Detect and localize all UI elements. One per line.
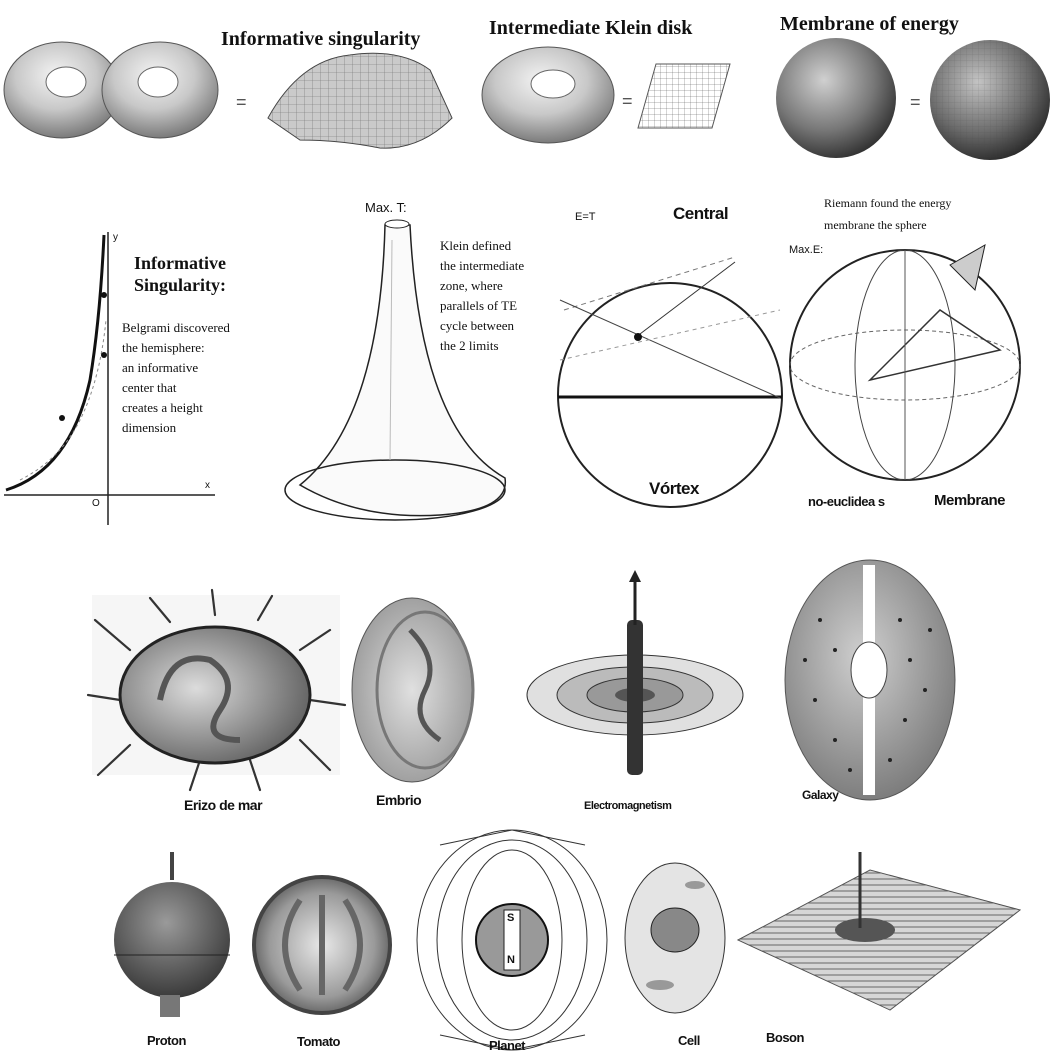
max-e-label: Max.E: xyxy=(789,244,823,256)
embryo-figure xyxy=(352,598,473,782)
membrane-label: Membrane xyxy=(934,492,1005,509)
galaxy-label: Galaxy xyxy=(802,788,838,802)
equals-sign-2: = xyxy=(622,91,633,112)
beltrami-text: Belgrami discovered the hemisphere: an i… xyxy=(122,318,230,438)
planet-north-label: S xyxy=(507,912,514,924)
double-torus-figure xyxy=(4,42,218,138)
riemann-sphere-figure xyxy=(790,245,1020,480)
vortex-label: Vórtex xyxy=(649,479,699,499)
planet-south-label: N xyxy=(507,954,514,966)
central-label: Central xyxy=(673,204,728,224)
membrane-title: Membrane of energy xyxy=(780,13,959,36)
singularity-title: Informative singularity xyxy=(221,28,420,51)
gridded-sphere-figure xyxy=(930,40,1050,160)
energy-sphere-figure xyxy=(776,38,896,158)
e-equals-t-label: E=T xyxy=(575,211,595,223)
embryo-label: Embrio xyxy=(376,792,421,808)
sea-urchin-label: Erizo de mar xyxy=(184,797,262,813)
singularity-heading: Informative Singularity: xyxy=(134,252,226,296)
axis-y-label: y xyxy=(113,232,118,243)
klein-text: Klein defined the intermediate zone, whe… xyxy=(440,236,524,356)
klein-title: Intermediate Klein disk xyxy=(489,17,692,40)
proton-figure xyxy=(114,852,230,1017)
klein-disk-figure xyxy=(558,257,782,507)
planet-magnetic-field-figure xyxy=(417,830,607,1050)
max-t-label: Max. T: xyxy=(365,200,407,215)
planet-label: Planet xyxy=(489,1038,525,1053)
cell-label: Cell xyxy=(678,1033,700,1048)
electromagnetism-label: Electromagnetism xyxy=(584,800,671,812)
flat-klein-sheet xyxy=(638,64,730,128)
axis-origin-label: O xyxy=(92,498,100,509)
torus-figure xyxy=(482,47,614,143)
riemann-text: Riemann found the energy membrane the sp… xyxy=(824,192,951,236)
galaxy-figure xyxy=(785,560,955,800)
tomato-label: Tomato xyxy=(297,1034,340,1049)
electromagnetism-figure xyxy=(527,570,743,775)
tomato-figure xyxy=(254,877,390,1013)
sea-urchin-figure xyxy=(88,590,345,790)
boson-figure xyxy=(738,852,1020,1010)
equals-sign-1: = xyxy=(236,92,247,113)
proton-label: Proton xyxy=(147,1033,186,1048)
equals-sign-3: = xyxy=(910,92,921,113)
boson-label: Boson xyxy=(766,1030,804,1045)
axis-x-label: x xyxy=(205,480,210,491)
cell-figure xyxy=(625,863,725,1013)
saddle-surface-figure xyxy=(268,53,452,148)
no-euclidean-label: no-euclidea s xyxy=(808,494,885,509)
